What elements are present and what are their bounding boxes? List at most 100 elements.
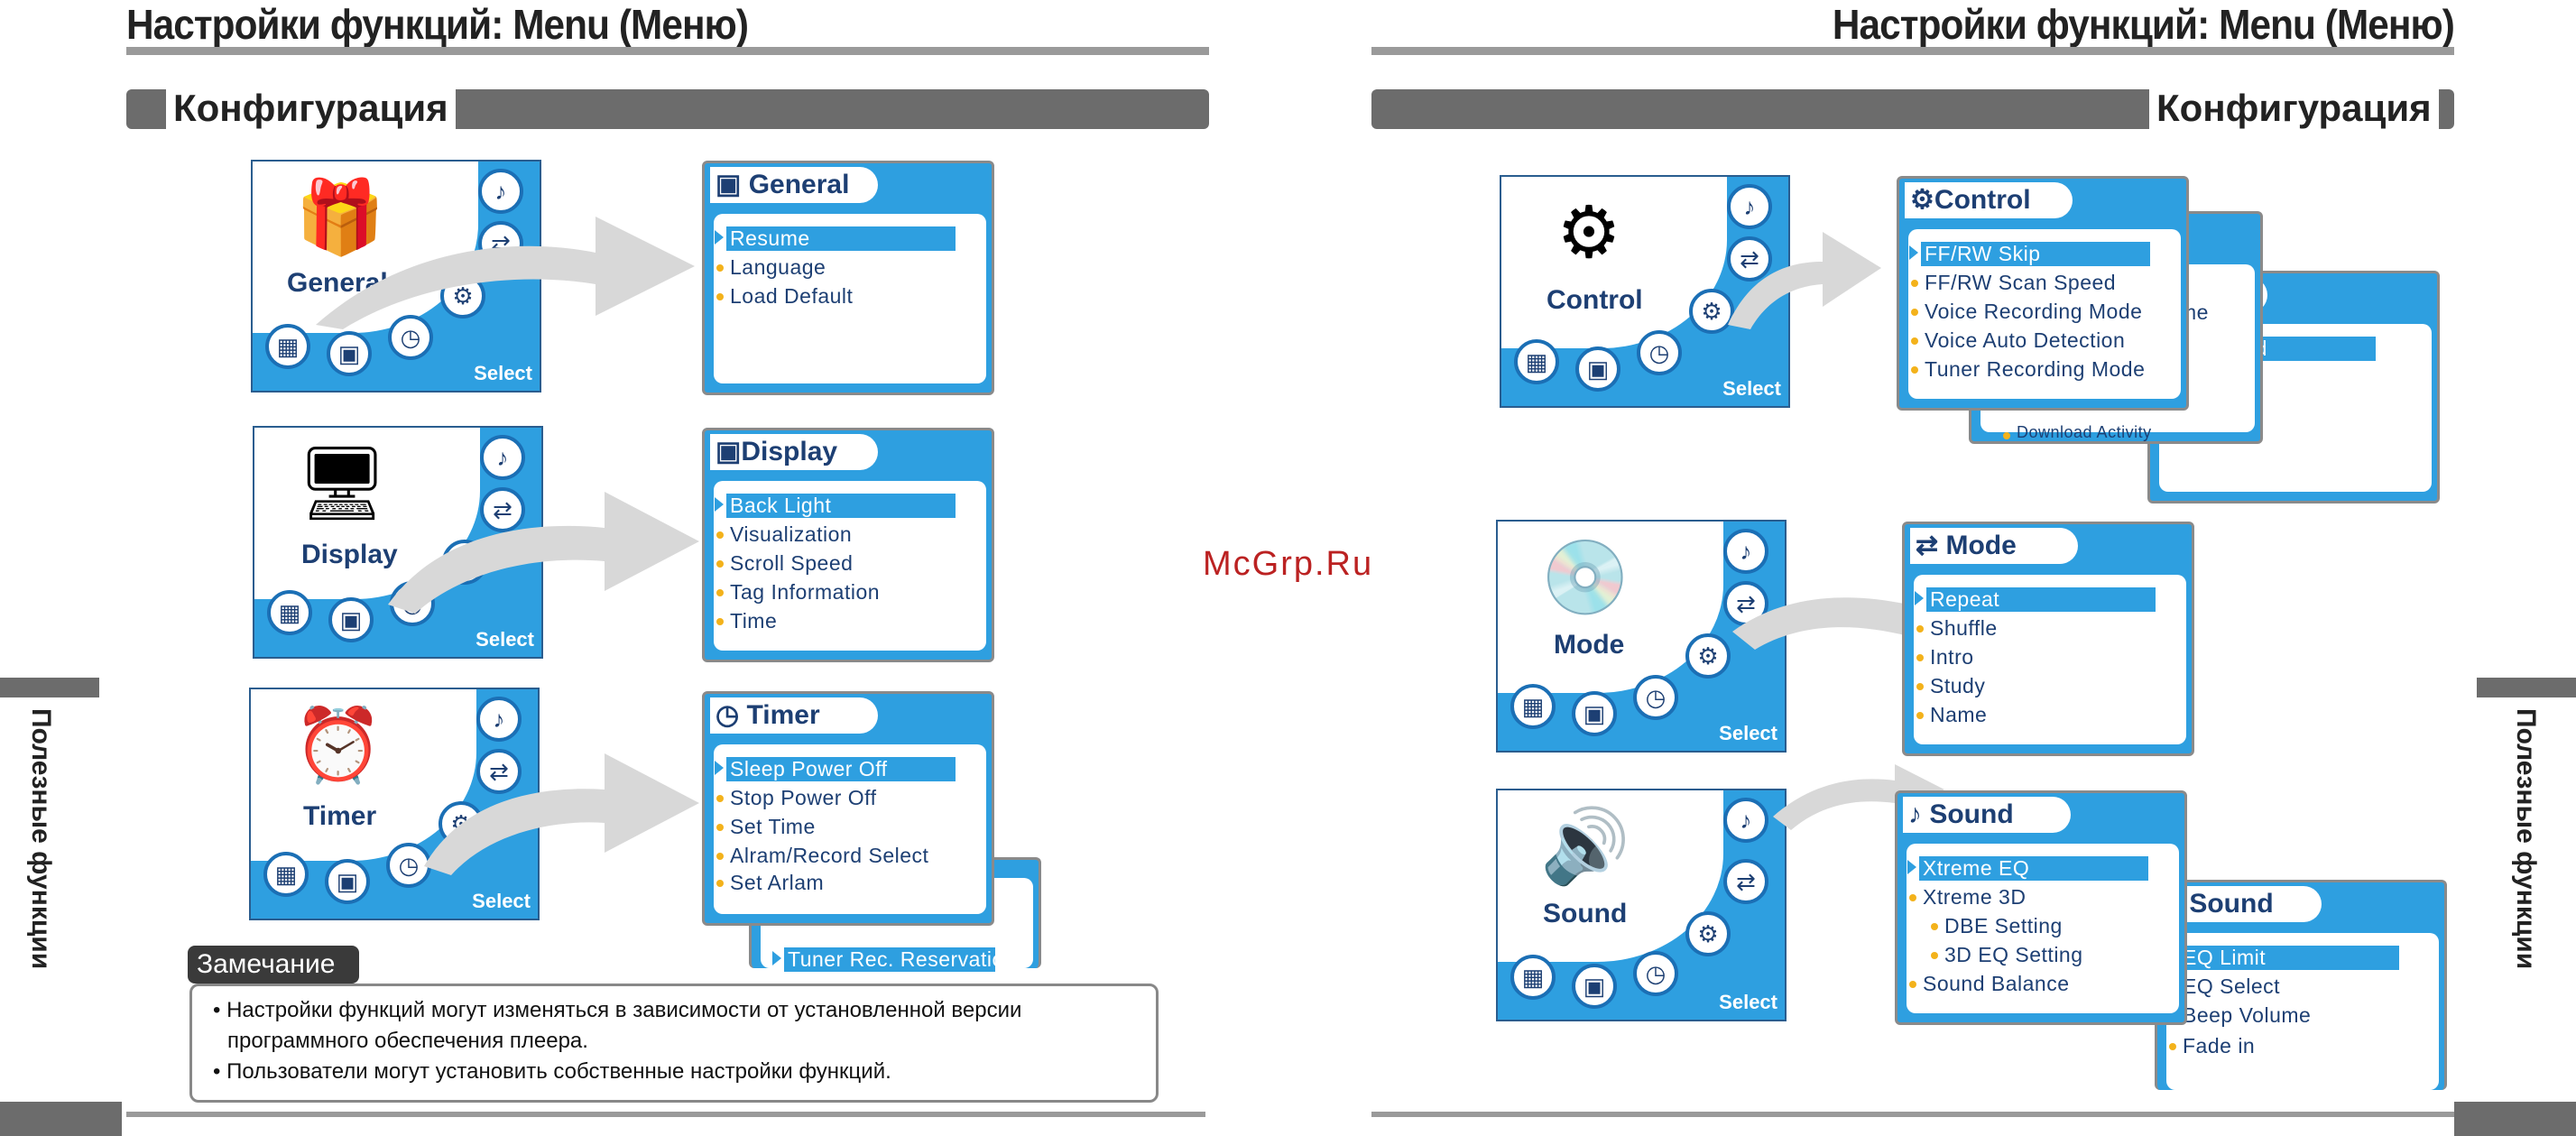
box-icon: ▦ xyxy=(1510,955,1556,1000)
menu-item[interactable]: Stop Power Off xyxy=(716,786,877,809)
menu-item[interactable]: FF/RW Skip xyxy=(1909,242,2150,266)
side-tab-label-left: Полезные функции xyxy=(26,708,56,970)
menu-item[interactable]: Tuner Recording Mode xyxy=(1910,357,2146,381)
display-icon: ▣ xyxy=(1575,346,1620,392)
box-icon: ▦ xyxy=(267,590,312,635)
menu-item[interactable]: Intro xyxy=(1916,645,1974,669)
select-label: Select xyxy=(472,890,531,912)
menu-item[interactable]: Scroll Speed xyxy=(716,551,854,575)
footer-rule-right xyxy=(1371,1112,2454,1117)
menu-item[interactable]: Back Light xyxy=(715,494,956,518)
menu-mode: ⇄ Mode Repeat Shuffle Intro Study Name xyxy=(1902,522,2194,756)
music-note-icon: ♪ xyxy=(1723,798,1768,843)
menu-item[interactable]: Xtreme EQ xyxy=(1907,856,2148,881)
menu-item[interactable]: Sleep Power Off xyxy=(715,757,956,781)
repeat-icon: ⇄ xyxy=(480,487,525,532)
repeat-icon: ⇄ xyxy=(1727,236,1772,282)
device-label: Mode xyxy=(1554,630,1625,660)
arrow-timer xyxy=(424,753,699,875)
side-tab-right xyxy=(2477,678,2576,697)
menu-item[interactable]: Tag Information xyxy=(716,580,881,604)
menu-item[interactable]: Sound Balance xyxy=(1909,972,2070,995)
menu-item[interactable]: Fade in xyxy=(2168,1034,2256,1057)
watermark: McGrp.Ru xyxy=(1203,545,1374,583)
gears-icon: ⚙ xyxy=(1556,192,1621,272)
menu-item[interactable]: 3D EQ Setting xyxy=(1931,943,2083,966)
music-note-icon: ♪ xyxy=(478,169,523,214)
device-sound: 🔊 Sound ♪ ⇄ ⚙ ◷ ▣ ▦ Select xyxy=(1496,789,1787,1021)
clock-icon: ◷ xyxy=(716,700,747,730)
menu-item[interactable]: Time xyxy=(716,609,778,633)
note-line: • Пользователи могут установить собствен… xyxy=(213,1059,891,1084)
menu-title: ▣Display xyxy=(710,434,878,470)
menu-general: ▣ General Resume Language Load Default xyxy=(702,161,994,395)
menu-item[interactable]: Tuner Rec. Reservation xyxy=(772,947,1016,972)
menu-item[interactable]: Alram/Record Select xyxy=(716,844,929,867)
music-note-icon: ♪ xyxy=(1727,184,1772,229)
menu-item[interactable]: Voice Recording Mode xyxy=(1910,300,2143,323)
box-icon: ▦ xyxy=(263,852,309,897)
star-box-icon: 🎁 xyxy=(295,177,385,257)
clock-icon: ◷ xyxy=(1637,330,1682,375)
menu-item[interactable]: Study xyxy=(1916,674,1986,697)
menu-item[interactable]: EQ Select xyxy=(2168,974,2281,998)
menu-item[interactable]: Load Default xyxy=(716,284,854,308)
footer-rule-left xyxy=(126,1112,1205,1117)
arrow-control xyxy=(1728,232,1881,329)
gear-icon: ⚙ xyxy=(1689,289,1734,334)
select-label: Select xyxy=(1722,377,1781,400)
title-rule-right xyxy=(1371,47,2454,55)
box-icon: ▦ xyxy=(265,324,310,369)
menu-item[interactable]: Voice Auto Detection xyxy=(1910,328,2126,352)
menu-item[interactable]: Beep Volume xyxy=(2168,1003,2312,1027)
menu-item[interactable]: Language xyxy=(716,255,826,279)
disc-repeat-icon: 💿 xyxy=(1540,537,1630,617)
menu-item[interactable]: Visualization xyxy=(716,522,853,546)
arrow-display xyxy=(388,492,699,614)
arrow-general xyxy=(316,217,695,329)
clock-icon: ◷ xyxy=(1633,675,1678,720)
select-label: Select xyxy=(1719,722,1777,744)
footer-block-right xyxy=(2454,1102,2576,1136)
repeat-icon: ⇄ xyxy=(1916,531,1946,560)
display-icon: ▣ xyxy=(327,331,372,376)
menu-item[interactable]: Name xyxy=(1916,703,1988,726)
menu-item[interactable]: Download Activity xyxy=(2003,423,2152,441)
footer-block-left xyxy=(0,1102,122,1136)
menu-sound: ♪ Sound Xtreme EQ Xtreme 3D DBE Setting … xyxy=(1895,790,2187,1025)
note-box xyxy=(189,984,1159,1103)
menu-item[interactable]: Xtreme 3D xyxy=(1908,885,2027,909)
arrow-sound xyxy=(1773,764,1944,830)
menu-title: ⇄ Mode xyxy=(1910,528,2078,564)
device-control: ⚙ Control ♪ ⇄ ⚙ ◷ ▣ ▦ Select xyxy=(1500,175,1790,408)
select-label: Select xyxy=(474,362,532,384)
section-label-left: Конфигурация xyxy=(166,83,456,134)
menu-item[interactable]: Set Arlam xyxy=(716,871,825,894)
display-icon: ▣ xyxy=(1572,691,1617,736)
menu-item[interactable]: FF/RW Scan Speed xyxy=(1910,271,2117,294)
select-label: Select xyxy=(475,628,534,651)
side-tab-label-right: Полезные функции xyxy=(2511,708,2541,970)
device-label: Timer xyxy=(303,801,377,831)
speaker-icon: 🔊 xyxy=(1540,806,1630,886)
display-icon: ▣ xyxy=(716,437,742,466)
menu-item[interactable]: Shuffle xyxy=(1916,616,1998,640)
select-label: Select xyxy=(1719,991,1777,1013)
menu-title: ▣ General xyxy=(710,167,878,203)
menu-item[interactable]: Repeat xyxy=(1915,587,2156,612)
menu-item[interactable]: EQ Limit xyxy=(2167,946,2399,970)
music-note-icon: ♪ xyxy=(476,697,522,742)
clock-icon: ◷ xyxy=(1633,951,1678,996)
menu-item[interactable]: Resume xyxy=(715,226,956,251)
menu-item[interactable]: Set Time xyxy=(716,815,816,838)
menu-title: ♪ Sound xyxy=(1903,797,2071,833)
monitor-icon: 🖥 xyxy=(296,443,388,523)
music-note-icon: ♪ xyxy=(1723,529,1768,574)
gear-icon: ⚙ xyxy=(1685,911,1731,956)
menu-title: ♪ Sound xyxy=(2163,886,2322,922)
repeat-icon: ⇄ xyxy=(476,749,522,794)
section-label-right: Конфигурация xyxy=(2149,83,2439,134)
menu-item[interactable]: DBE Setting xyxy=(1931,914,2063,937)
display-icon: ▣ xyxy=(325,859,370,904)
note-title: Замечание xyxy=(188,946,359,984)
